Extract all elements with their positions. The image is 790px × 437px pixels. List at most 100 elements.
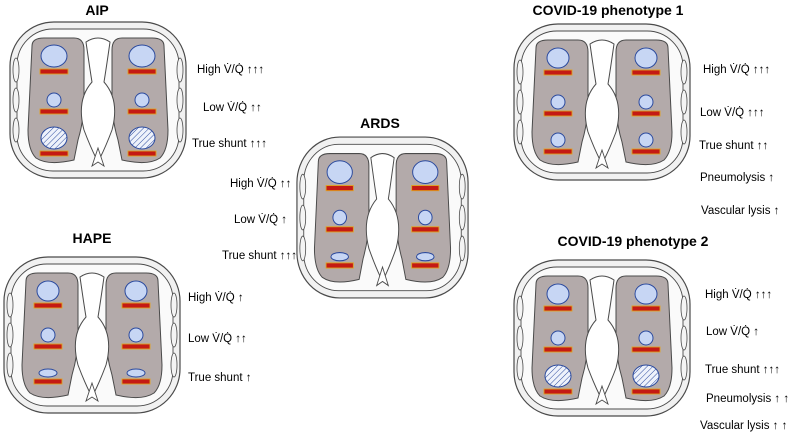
chest-diagram-ards xyxy=(296,136,469,299)
capillary xyxy=(325,226,354,233)
alveolus xyxy=(546,47,570,69)
capillary xyxy=(39,108,69,115)
rib-shape xyxy=(12,117,20,143)
panel-title-aip: AIP xyxy=(85,2,109,18)
capillary xyxy=(631,148,661,155)
capillary xyxy=(121,302,151,309)
rib-shape xyxy=(299,204,307,231)
panel-title-ards: ARDS xyxy=(360,115,400,131)
label-covid1-true-shunt: True shunt ↑↑ xyxy=(699,140,769,152)
label-covid2-vascular-lysis: Vascular lysis ↑ ↑ xyxy=(700,420,788,432)
label-aip-high-vq: High V̇/Q̇ ↑↑↑ xyxy=(197,64,265,76)
alveolus xyxy=(46,92,62,108)
label-ards-low-vq: Low V̇/Q̇ ↑ xyxy=(234,214,288,226)
alveolus xyxy=(634,47,658,69)
alveolus xyxy=(134,92,150,108)
chest-diagram-hape xyxy=(3,256,181,414)
spine xyxy=(595,384,609,406)
label-covid2-high-vq: High V̇/Q̇ ↑↑↑ xyxy=(705,289,773,301)
rib-shape xyxy=(176,87,184,113)
capillary xyxy=(411,226,440,233)
rib-shape xyxy=(516,89,524,115)
label-covid1-low-vq: Low V̇/Q̇ ↑↑↑ xyxy=(700,107,765,119)
capillary xyxy=(631,69,661,76)
capillary xyxy=(543,110,573,117)
mediastinum xyxy=(584,275,620,397)
capillary xyxy=(121,343,151,350)
rib-shape xyxy=(6,322,14,348)
mediastinum xyxy=(74,272,110,394)
capillary xyxy=(39,150,69,157)
rib-shape xyxy=(170,322,178,348)
alveolus xyxy=(550,330,566,346)
rib-shape xyxy=(458,235,466,262)
rib-shape xyxy=(170,292,178,318)
capillary xyxy=(33,302,63,309)
capillary xyxy=(325,262,354,269)
chest-diagram-covid1 xyxy=(513,23,691,181)
capillary xyxy=(33,378,63,385)
rib-shape xyxy=(680,89,688,115)
rib-shape xyxy=(170,352,178,378)
label-aip-low-vq: Low V̇/Q̇ ↑↑ xyxy=(203,102,262,114)
alveolus xyxy=(412,160,439,184)
rib-shape xyxy=(516,119,524,145)
alveolus xyxy=(417,209,433,226)
alveolus xyxy=(128,44,156,68)
alveolus-consolidated xyxy=(632,364,660,388)
rib-shape xyxy=(680,119,688,145)
label-ards-true-shunt: True shunt ↑↑↑ xyxy=(222,250,297,262)
rib-shape xyxy=(458,173,466,200)
alveolus xyxy=(38,368,58,378)
panel-title-covid2: COVID-19 phenotype 2 xyxy=(557,233,709,249)
alveolus xyxy=(40,327,56,343)
spine xyxy=(91,146,105,168)
alveolus xyxy=(634,283,658,305)
rib-shape xyxy=(516,295,524,321)
mediastinum xyxy=(365,153,400,278)
capillary xyxy=(33,343,63,350)
capillary xyxy=(411,262,440,269)
spine xyxy=(595,148,609,170)
capillary xyxy=(543,346,573,353)
rib-shape xyxy=(680,295,688,321)
spine xyxy=(375,265,390,287)
capillary xyxy=(127,150,157,157)
alveolus-consolidated xyxy=(128,126,156,150)
alveolus xyxy=(638,330,654,346)
capillary xyxy=(325,185,354,192)
rib-shape xyxy=(680,325,688,351)
capillary xyxy=(121,378,151,385)
rib-shape xyxy=(176,117,184,143)
capillary xyxy=(631,388,661,395)
alveolus-consolidated xyxy=(40,126,68,150)
label-covid2-pneumolysis: Pneumolysis ↑ ↑ xyxy=(706,393,790,405)
label-covid1-high-vq: High V̇/Q̇ ↑↑↑ xyxy=(703,64,771,76)
capillary xyxy=(631,110,661,117)
alveolus xyxy=(550,132,566,148)
capillary xyxy=(631,346,661,353)
rib-shape xyxy=(299,235,307,262)
chest-diagram-covid2 xyxy=(513,259,691,417)
rib-shape xyxy=(6,292,14,318)
rib-shape xyxy=(516,325,524,351)
label-covid1-pneumolysis: Pneumolysis ↑ xyxy=(700,172,775,184)
alveolus-consolidated xyxy=(544,364,572,388)
panel-title-hape: HAPE xyxy=(72,230,112,246)
rib-shape xyxy=(12,87,20,113)
alveolus xyxy=(638,132,654,148)
spine xyxy=(85,381,99,403)
rib-shape xyxy=(680,59,688,85)
rib-shape xyxy=(176,57,184,83)
rib-shape xyxy=(680,355,688,381)
label-ards-high-vq: High V̇/Q̇ ↑↑ xyxy=(230,178,292,190)
alveolus xyxy=(546,283,570,305)
rib-shape xyxy=(458,204,466,231)
capillary xyxy=(543,388,573,395)
rib-shape xyxy=(299,173,307,200)
alveolus xyxy=(40,44,68,68)
rib-shape xyxy=(516,355,524,381)
alveolus xyxy=(416,252,435,262)
alveolus xyxy=(330,252,349,262)
label-covid2-true-shunt: True shunt ↑↑↑ xyxy=(705,364,780,376)
